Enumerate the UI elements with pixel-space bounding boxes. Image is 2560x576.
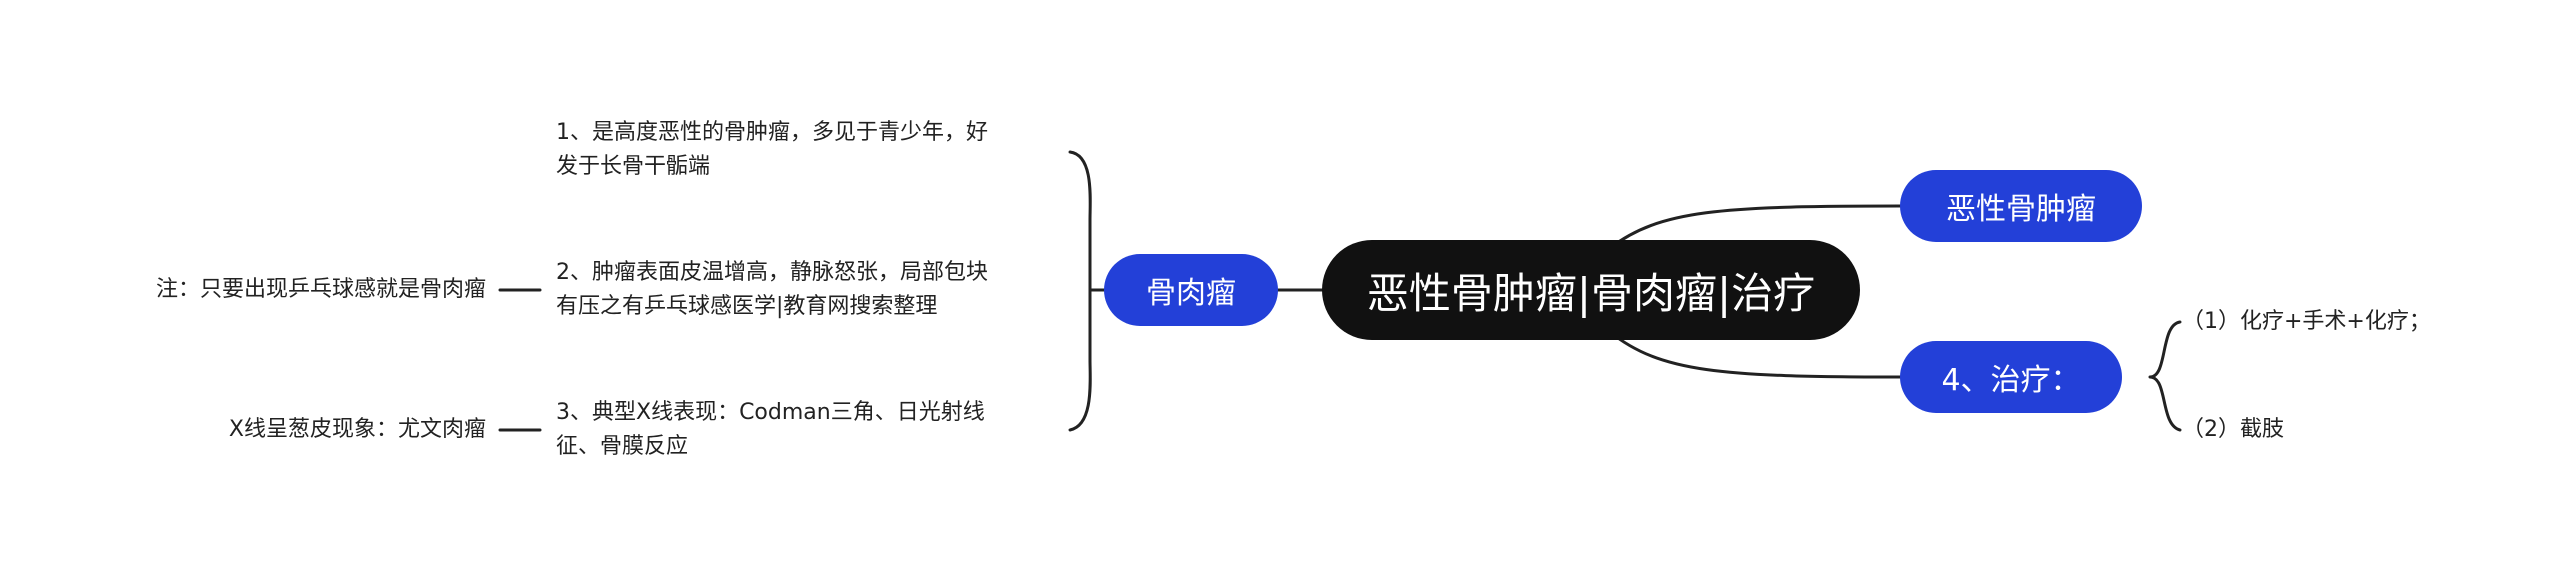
central-topic[interactable]: 恶性骨肿瘤|骨肉瘤|治疗 [1322,240,1860,340]
note-ping-pong-sign: 注：只要出现乒乓球感就是骨肉瘤 [155,277,486,302]
link-center-to-branch2 [1608,330,1902,379]
point-3-line-2: 征、骨膜反应 [556,434,689,459]
treatment-item-1: （1）化疗+手术+化疗； [2182,309,2431,334]
branch-osteosarcoma[interactable]: 骨肉瘤 [1104,254,1278,326]
osteosarcoma-point-2: 2、肿瘤表面皮温增高，静脉怒张，局部包块 有压之有乒乓球感医学|教育网搜索整理 [556,256,988,324]
link-center-to-branch1 [1608,204,1902,250]
point-1-line-1: 1、是高度恶性的骨肿瘤，多见于青少年，好 [556,120,988,145]
branch-treatment[interactable]: 4、治疗： [1900,341,2122,413]
osteosarcoma-point-1: 1、是高度恶性的骨肿瘤，多见于青少年，好 发于长骨干骺端 [556,116,988,184]
osteosarcoma-point-3: 3、典型X线表现：Codman三角、日光射线 征、骨膜反应 [556,396,985,464]
treatment-item-2: （2）截肢 [2182,417,2284,442]
note-onion-skin-sign: X线呈葱皮现象：尤文肉瘤 [228,417,486,442]
point-1-line-2: 发于长骨干骺端 [556,154,711,179]
point-3-line-1: 3、典型X线表现：Codman三角、日光射线 [556,400,985,425]
bracket-treatment [2148,320,2182,432]
point-2-line-1: 2、肿瘤表面皮温增高，静脉怒张，局部包块 [556,260,988,285]
bracket-osteosarcoma [1068,150,1106,432]
point-2-line-2: 有压之有乒乓球感医学|教育网搜索整理 [556,294,938,319]
branch-malignant-bone-tumor[interactable]: 恶性骨肿瘤 [1900,170,2142,242]
